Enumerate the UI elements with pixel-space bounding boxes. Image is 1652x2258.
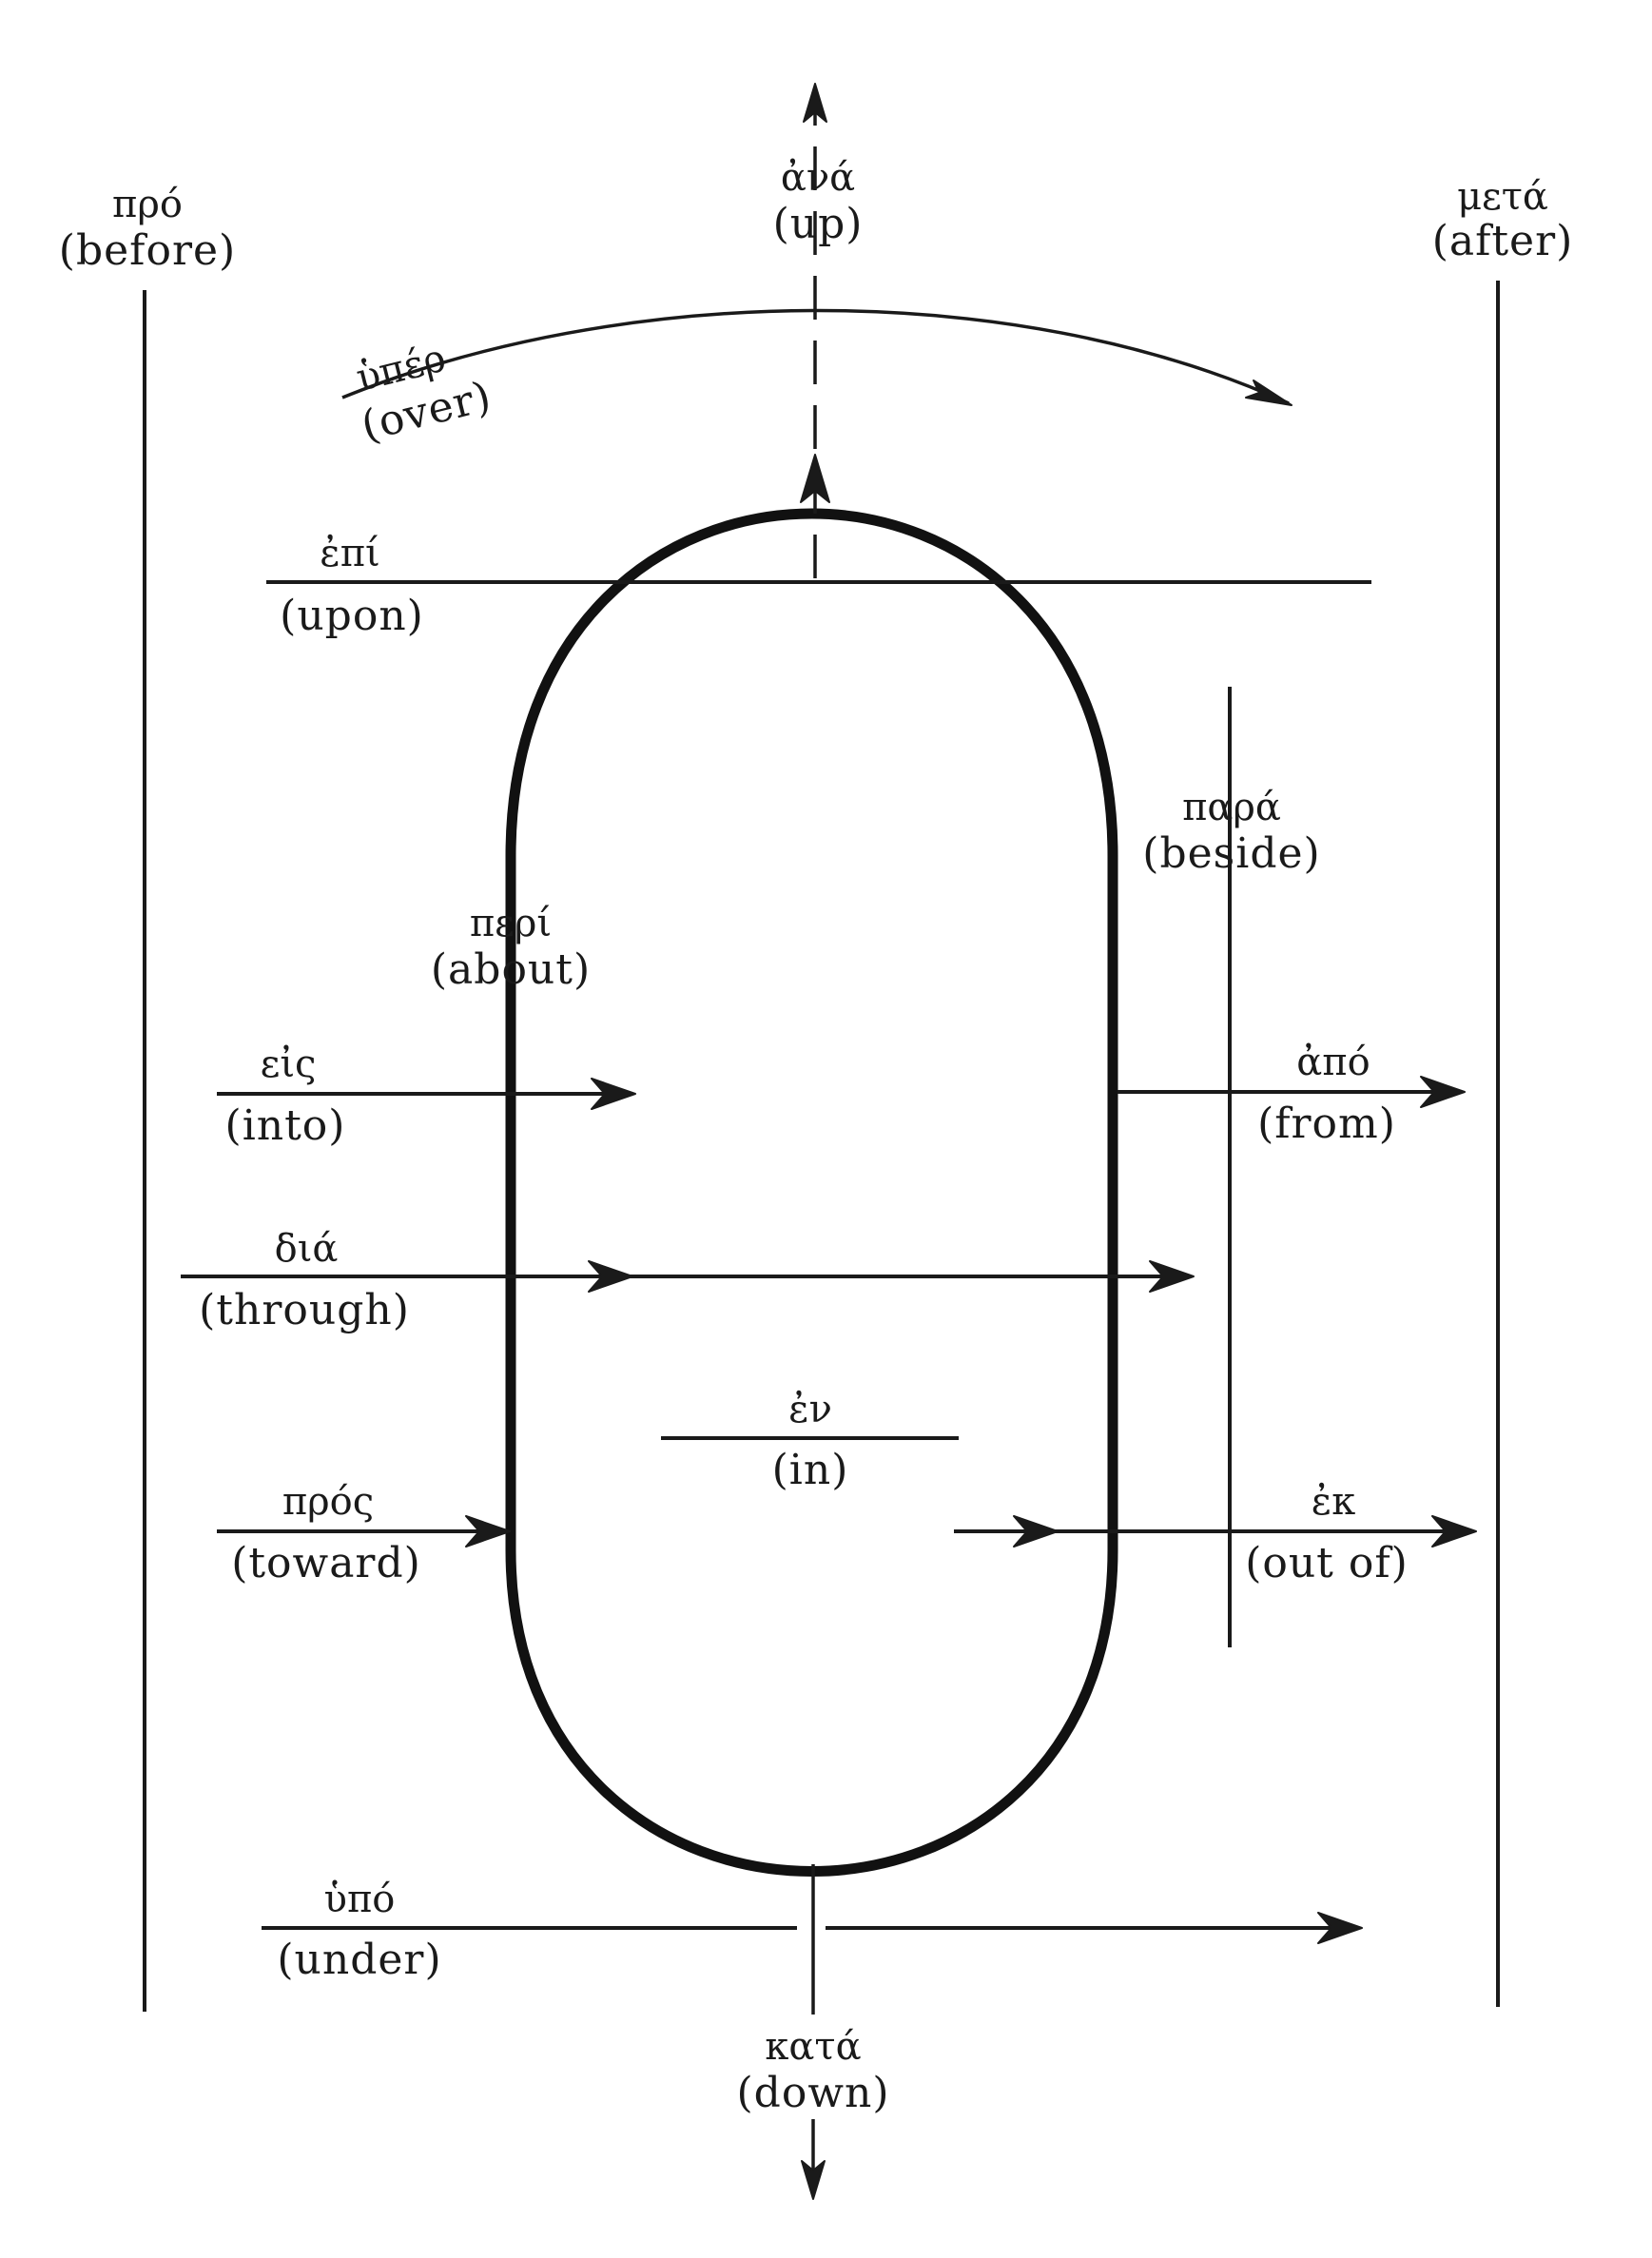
kata-greek: κατά (765, 2025, 861, 2069)
en-english: (in) (772, 1446, 849, 1494)
peri-greek: περί (470, 902, 552, 945)
out-of-arrowhead-mid (1013, 1515, 1059, 1548)
meta-english: (after) (1432, 217, 1574, 265)
para-english: (beside) (1142, 829, 1320, 878)
through-arrowhead-mid (588, 1260, 633, 1293)
ek-english: (out of) (1245, 1539, 1409, 1587)
object-capsule (505, 508, 1118, 1877)
hypo-greek: ὑπό (324, 1878, 396, 1921)
ek-greek: ἐκ (1312, 1480, 1355, 1524)
apo-greek: ἀπό (1296, 1041, 1370, 1084)
apo-english: (from) (1257, 1100, 1396, 1148)
pro-greek: πρό (112, 183, 183, 226)
over-arrowhead (1245, 380, 1292, 406)
eis-english: (into) (225, 1101, 346, 1150)
epi-greek: ἐπί (320, 532, 379, 575)
epi-english: (upon) (280, 592, 424, 640)
into-arrowhead (591, 1078, 636, 1110)
over-arc (341, 308, 1290, 405)
pro-english: (before) (59, 226, 236, 275)
up-arrowhead-mid (800, 454, 830, 503)
meta-greek: μετά (1457, 175, 1548, 219)
pros-greek: πρός (282, 1480, 374, 1524)
para-greek: παρά (1182, 786, 1281, 829)
under-arrowhead (1317, 1912, 1363, 1944)
pros-english: (toward) (231, 1539, 421, 1587)
out-of-arrowhead-end (1431, 1515, 1477, 1548)
dia-greek: διά (275, 1227, 339, 1271)
up-arrowhead-top (803, 83, 827, 123)
eis-greek: εἰς (261, 1042, 317, 1086)
ana-english: (up) (773, 200, 864, 248)
en-greek: ἐν (788, 1388, 832, 1431)
down-arrowhead (801, 2160, 826, 2200)
dia-english: (through) (199, 1286, 410, 1334)
from-arrowhead (1420, 1076, 1466, 1108)
ana-greek: ἀνά (781, 156, 855, 200)
hypo-english: (under) (277, 1936, 441, 1984)
through-arrowhead-end (1149, 1260, 1195, 1293)
toward-arrowhead (465, 1515, 511, 1548)
peri-english: (about) (431, 945, 591, 994)
kata-english: (down) (737, 2069, 890, 2117)
